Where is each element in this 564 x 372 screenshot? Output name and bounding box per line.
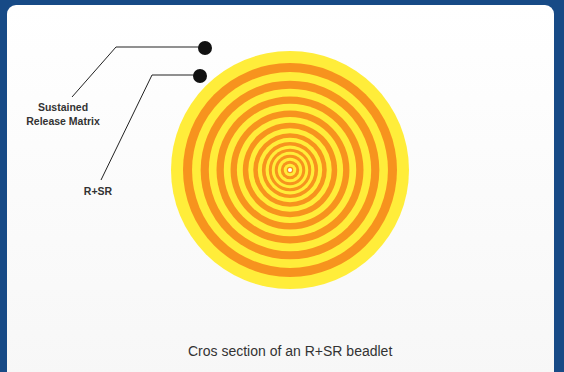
ring bbox=[278, 158, 303, 183]
ring bbox=[258, 138, 322, 202]
ring bbox=[224, 104, 357, 237]
beadlet-rings bbox=[171, 51, 409, 289]
caption: Cros section of an R+SR beadlet bbox=[188, 343, 392, 359]
part-label: Sustained Release Matrix bbox=[22, 100, 104, 128]
panel bbox=[7, 5, 554, 372]
ring bbox=[266, 146, 315, 195]
leader-line bbox=[101, 75, 196, 180]
ring bbox=[275, 155, 306, 186]
ring bbox=[248, 128, 332, 212]
ring bbox=[237, 117, 343, 223]
ring bbox=[281, 161, 300, 180]
ring bbox=[201, 81, 380, 260]
ring-core bbox=[288, 168, 292, 172]
ring bbox=[231, 111, 350, 230]
ring bbox=[192, 72, 388, 268]
ring bbox=[262, 142, 318, 198]
ring bbox=[272, 152, 309, 189]
pointer-dot bbox=[193, 69, 207, 83]
ring bbox=[243, 123, 337, 217]
ring bbox=[209, 89, 371, 251]
ring bbox=[171, 51, 409, 289]
ring bbox=[183, 63, 397, 277]
ring bbox=[253, 133, 327, 207]
ring bbox=[284, 164, 297, 177]
leader-line bbox=[72, 47, 200, 97]
ring bbox=[269, 149, 312, 192]
pointer-dot bbox=[198, 41, 212, 55]
part-label: R+SR bbox=[68, 184, 128, 198]
ring bbox=[287, 167, 294, 174]
ring bbox=[217, 97, 364, 244]
